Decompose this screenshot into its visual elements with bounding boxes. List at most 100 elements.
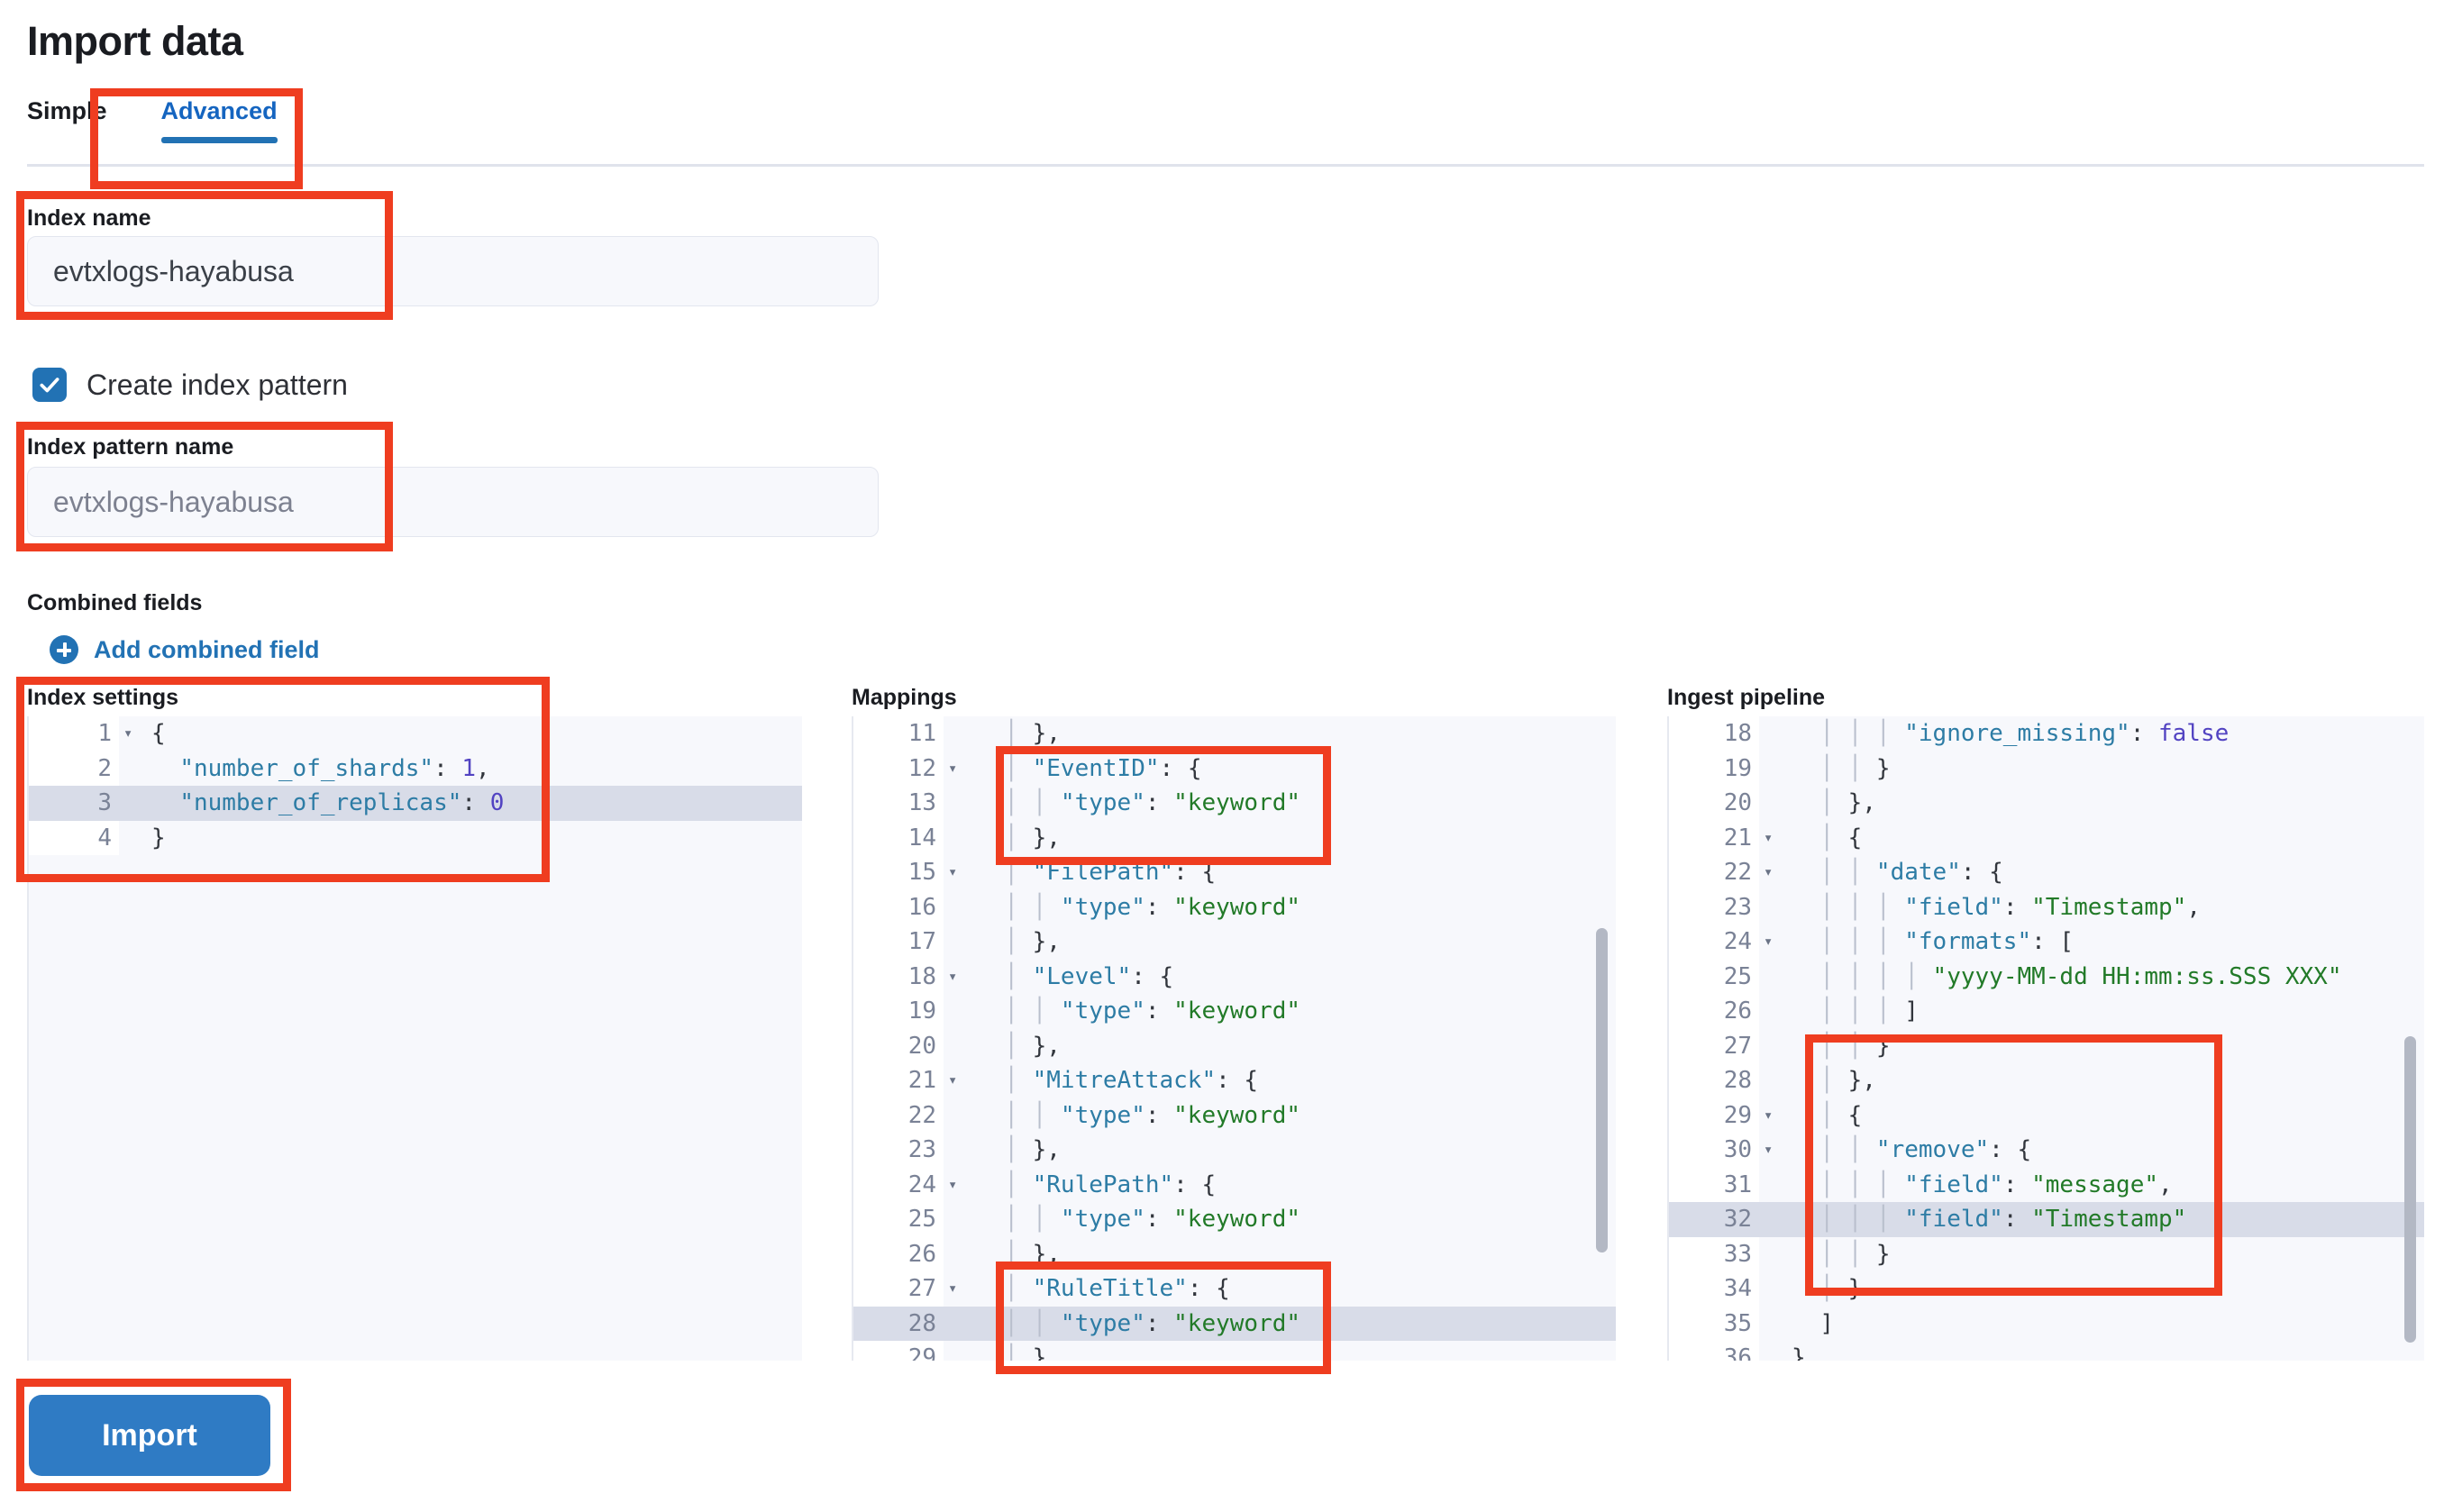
code-text: │ "RulePath": { bbox=[976, 1170, 1217, 1198]
fold-spacer bbox=[944, 925, 972, 960]
code-line[interactable]: 3 "number_of_replicas": 0 bbox=[29, 786, 802, 821]
fold-spacer bbox=[1759, 994, 1788, 1029]
code-line[interactable]: 27 │ │ } bbox=[1669, 1028, 2424, 1064]
index-name-input[interactable]: evtxlogs-hayabusa bbox=[27, 236, 879, 306]
line-number: 24 bbox=[1669, 925, 1759, 960]
code-line[interactable]: 29▾ │ { bbox=[1669, 1098, 2424, 1133]
fold-arrow-icon[interactable]: ▾ bbox=[123, 724, 133, 742]
fold-spacer bbox=[1759, 890, 1788, 925]
line-number: 32 bbox=[1669, 1202, 1759, 1237]
create-index-pattern-label: Create index pattern bbox=[87, 368, 348, 401]
code-line[interactable]: 24▾ │ │ │ "formats": [ bbox=[1669, 925, 2424, 960]
line-number: 26 bbox=[1669, 994, 1759, 1029]
code-line[interactable]: 34 │ } bbox=[1669, 1271, 2424, 1307]
code-text: │ "Level": { bbox=[976, 962, 1174, 990]
code-line[interactable]: 2 "number_of_shards": 1, bbox=[29, 751, 802, 786]
tab-simple[interactable]: Simple bbox=[27, 97, 107, 124]
code-line[interactable]: 12▾ │ "EventID": { bbox=[853, 751, 1616, 786]
code-line[interactable]: 19 │ │ } bbox=[1669, 751, 2424, 786]
code-line[interactable]: 27▾ │ "RuleTitle": { bbox=[853, 1271, 1616, 1307]
code-line[interactable]: 1▾{ bbox=[29, 716, 802, 751]
code-line[interactable]: 13 │ │ "type": "keyword" bbox=[853, 786, 1616, 821]
code-text: } bbox=[151, 824, 166, 852]
mappings-scrollbar[interactable] bbox=[1596, 928, 1608, 1252]
code-text: │ │ } bbox=[1792, 1240, 1891, 1268]
code-line[interactable]: 21▾ │ { bbox=[1669, 820, 2424, 855]
code-line[interactable]: 36} bbox=[1669, 1341, 2424, 1361]
code-line[interactable]: 26 │ }, bbox=[853, 1236, 1616, 1271]
mappings-editor[interactable]: 11 │ },12▾ │ "EventID": {13 │ │ "type": … bbox=[852, 716, 1616, 1361]
code-line[interactable]: 21▾ │ "MitreAttack": { bbox=[853, 1063, 1616, 1098]
page-title: Import data bbox=[27, 18, 243, 64]
code-line[interactable]: 24▾ │ "RulePath": { bbox=[853, 1167, 1616, 1202]
code-line[interactable]: 25 │ │ "type": "keyword" bbox=[853, 1202, 1616, 1237]
index-settings-editor[interactable]: 1▾{2 "number_of_shards": 1,3 "number_of_… bbox=[27, 716, 802, 1361]
code-line[interactable]: 28 │ │ "type": "keyword" bbox=[853, 1306, 1616, 1341]
code-line[interactable]: 23 │ }, bbox=[853, 1133, 1616, 1168]
ingest-pipeline-scrollbar[interactable] bbox=[2404, 1036, 2416, 1343]
import-button[interactable]: Import bbox=[29, 1395, 270, 1476]
create-index-pattern-row[interactable]: Create index pattern bbox=[32, 368, 348, 402]
code-line[interactable]: 30▾ │ │ "remove": { bbox=[1669, 1133, 2424, 1168]
mappings-title: Mappings bbox=[852, 685, 957, 710]
line-number: 21 bbox=[853, 1063, 944, 1098]
line-number: 27 bbox=[853, 1271, 944, 1307]
code-line[interactable]: 4} bbox=[29, 820, 802, 855]
code-text: │ │ │ ] bbox=[1792, 997, 1919, 1025]
fold-arrow-icon[interactable]: ▾ bbox=[1764, 863, 1774, 881]
code-line[interactable]: 25 │ │ │ │ "yyyy-MM-dd HH:mm:ss.SSS XXX" bbox=[1669, 959, 2424, 994]
code-line[interactable]: 20 │ }, bbox=[853, 1028, 1616, 1064]
fold-arrow-icon[interactable]: ▾ bbox=[948, 863, 958, 881]
line-number: 26 bbox=[853, 1236, 944, 1271]
fold-spacer bbox=[1759, 1029, 1788, 1064]
code-text: │ │ "type": "keyword" bbox=[976, 1309, 1301, 1337]
fold-arrow-icon[interactable]: ▾ bbox=[1764, 828, 1774, 847]
fold-arrow-icon[interactable]: ▾ bbox=[1764, 933, 1774, 951]
code-line[interactable]: 33 │ │ } bbox=[1669, 1236, 2424, 1271]
code-line[interactable]: 18▾ │ "Level": { bbox=[853, 959, 1616, 994]
code-line[interactable]: 16 │ │ "type": "keyword" bbox=[853, 889, 1616, 925]
line-number: 36 bbox=[1669, 1341, 1759, 1361]
fold-spacer bbox=[944, 1029, 972, 1064]
code-line[interactable]: 20 │ }, bbox=[1669, 786, 2424, 821]
code-line[interactable]: 26 │ │ │ ] bbox=[1669, 994, 2424, 1029]
code-line[interactable]: 35 ] bbox=[1669, 1306, 2424, 1341]
code-line[interactable]: 14 │ }, bbox=[853, 820, 1616, 855]
code-line[interactable]: 19 │ │ "type": "keyword" bbox=[853, 994, 1616, 1029]
fold-arrow-icon[interactable]: ▾ bbox=[948, 1280, 958, 1298]
line-number: 13 bbox=[853, 786, 944, 821]
fold-arrow-icon[interactable]: ▾ bbox=[948, 1071, 958, 1089]
code-line[interactable]: 11 │ }, bbox=[853, 716, 1616, 751]
code-line[interactable]: 31 │ │ │ "field": "message", bbox=[1669, 1167, 2424, 1202]
line-number: 12 bbox=[853, 751, 944, 786]
tab-advanced[interactable]: Advanced bbox=[132, 99, 297, 143]
code-line[interactable]: 15▾ │ "FilePath": { bbox=[853, 855, 1616, 890]
fold-arrow-icon[interactable]: ▾ bbox=[948, 1175, 958, 1194]
fold-arrow-icon[interactable]: ▾ bbox=[948, 967, 958, 986]
fold-arrow-icon[interactable]: ▾ bbox=[948, 759, 958, 778]
fold-arrow-icon[interactable]: ▾ bbox=[1764, 1141, 1774, 1159]
fold-spacer bbox=[1759, 1271, 1788, 1307]
code-line[interactable]: 32 │ │ │ "field": "Timestamp" bbox=[1669, 1202, 2424, 1237]
line-number: 11 bbox=[853, 716, 944, 751]
code-line[interactable]: 23 │ │ │ "field": "Timestamp", bbox=[1669, 889, 2424, 925]
code-line[interactable]: 18 │ │ │ "ignore_missing": false bbox=[1669, 716, 2424, 751]
code-line[interactable]: 17 │ }, bbox=[853, 925, 1616, 960]
code-line[interactable]: 28 │ }, bbox=[1669, 1063, 2424, 1098]
index-pattern-name-input[interactable]: evtxlogs-hayabusa bbox=[27, 467, 879, 537]
add-combined-field-label: Add combined field bbox=[94, 635, 320, 663]
code-line[interactable]: 29 │ }, bbox=[853, 1341, 1616, 1361]
code-text: } bbox=[1792, 1344, 1806, 1361]
fold-arrow-icon[interactable]: ▾ bbox=[1764, 1106, 1774, 1125]
code-line[interactable]: 22▾ │ │ "date": { bbox=[1669, 855, 2424, 890]
line-number: 18 bbox=[853, 959, 944, 994]
code-text: │ │ │ "field": "Timestamp" bbox=[1792, 1206, 2187, 1233]
line-number: 22 bbox=[1669, 855, 1759, 890]
code-text: │ │ │ │ "yyyy-MM-dd HH:mm:ss.SSS XXX" bbox=[1792, 962, 2342, 990]
add-combined-field-button[interactable]: Add combined field bbox=[50, 635, 320, 664]
code-line[interactable]: 22 │ │ "type": "keyword" bbox=[853, 1098, 1616, 1133]
create-index-pattern-checkbox[interactable] bbox=[32, 368, 67, 402]
code-text: │ }, bbox=[976, 1136, 1061, 1163]
line-number: 21 bbox=[1669, 820, 1759, 855]
